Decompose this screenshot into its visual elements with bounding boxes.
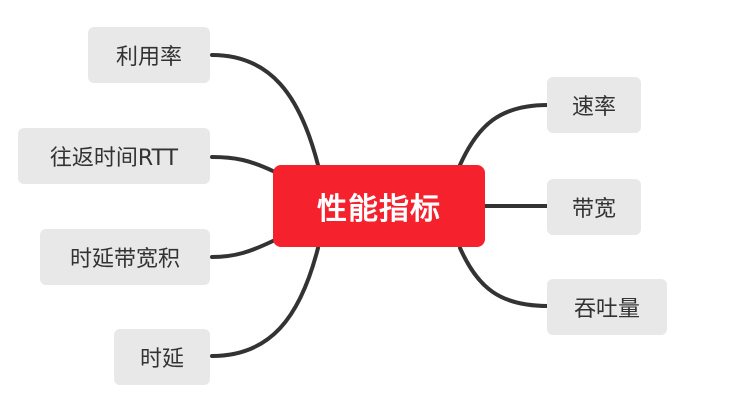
- connector-delay-bandwidth: [210, 238, 277, 259]
- branch-label: 利用率: [115, 45, 182, 70]
- branch-rtt[interactable]: 往返时间RTT: [18, 128, 210, 184]
- connector-throughput: [458, 246, 550, 308]
- connector-utilization: [210, 53, 320, 167]
- branch-bandwidth[interactable]: 带宽: [547, 179, 641, 235]
- branch-delay[interactable]: 时延: [114, 329, 210, 385]
- branch-utilization[interactable]: 利用率: [88, 27, 210, 83]
- branch-label: 时延带宽积: [69, 247, 180, 272]
- branch-label: 带宽: [571, 197, 616, 222]
- branch-delay-bandwidth-product[interactable]: 时延带宽积: [40, 229, 210, 285]
- central-topic-label: 性能指标: [317, 192, 441, 227]
- branch-label: 吞吐量: [573, 297, 640, 322]
- connector-rate: [458, 103, 550, 167]
- connector-rtt: [210, 155, 277, 174]
- branch-rate[interactable]: 速率: [547, 77, 641, 133]
- branch-label: 时延: [139, 347, 184, 372]
- branch-label: 往返时间RTT: [49, 146, 179, 171]
- branch-throughput[interactable]: 吞吐量: [547, 279, 667, 335]
- branch-label: 速率: [571, 95, 616, 120]
- connector-delay: [210, 246, 320, 358]
- central-topic[interactable]: 性能指标: [273, 165, 485, 247]
